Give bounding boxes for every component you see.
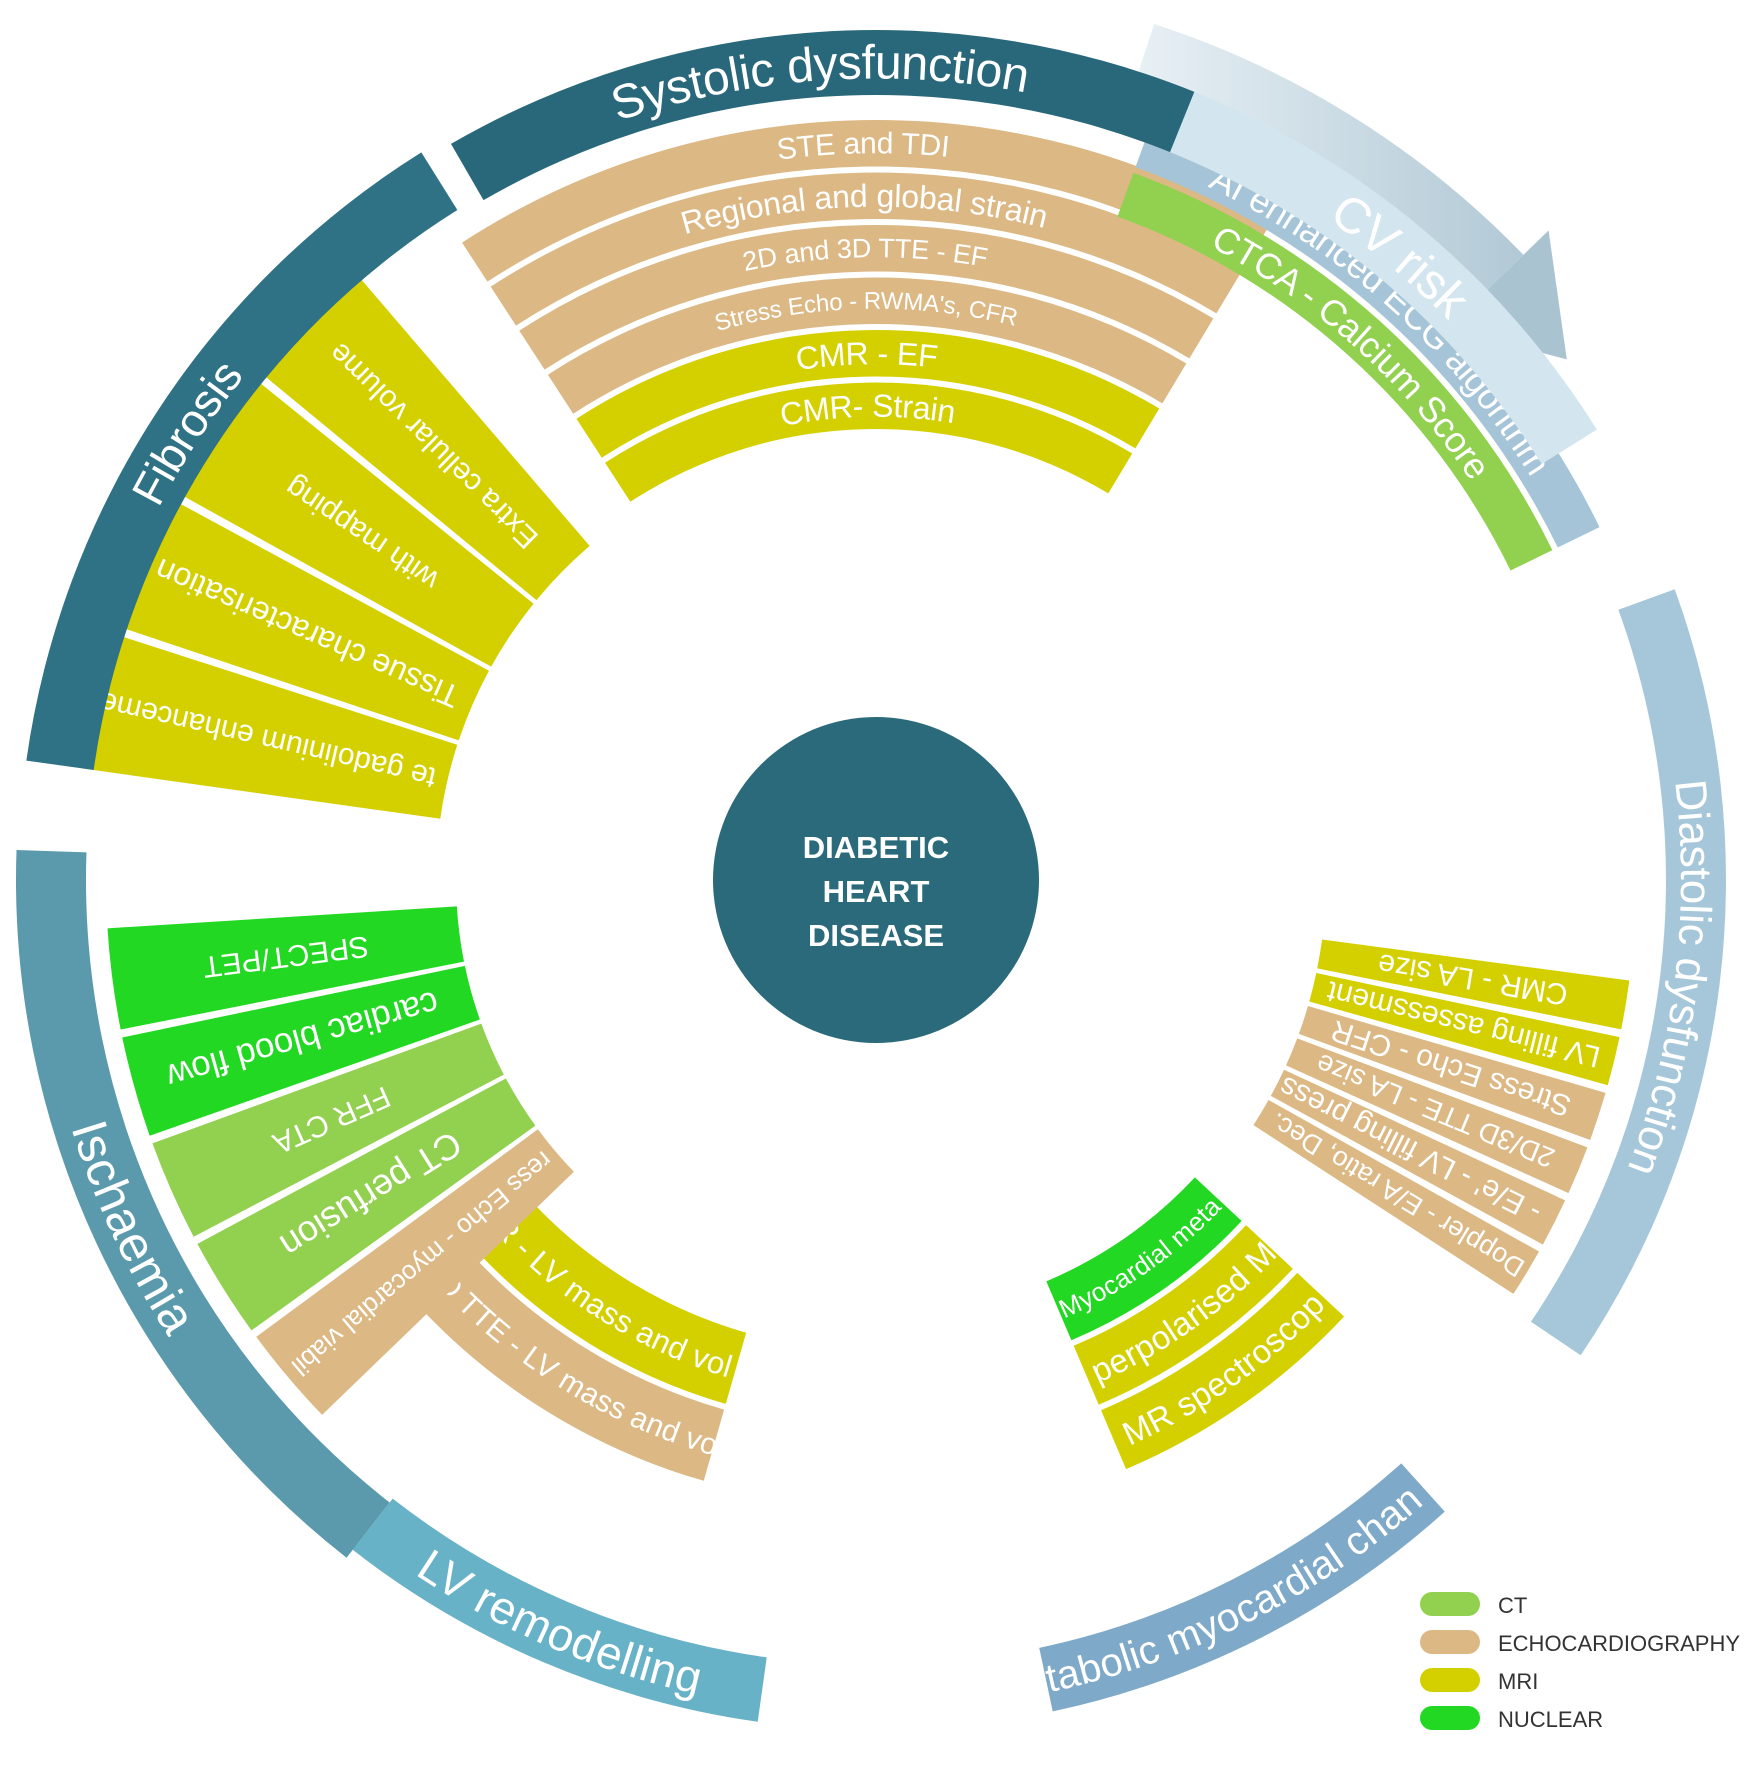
band-ischaemia-0 [256,1129,574,1415]
band-cvrisk-0 [1135,123,1600,548]
band-ischaemia-2 [152,1023,504,1237]
legend: CT ECHOCARDIOGRAPHY MRI NUCLEAR [1420,1592,1740,1732]
band-label-systolic-4: CMR - EF [794,335,940,377]
legend-label-nuclear: NUCLEAR [1498,1707,1603,1732]
band-ischaemia-1 [197,1078,536,1331]
center-hub: DIABETIC HEART DISEASE [713,717,1039,1043]
category-label-lvremodelling: LV remodelling [409,1539,707,1704]
category-band-cvrisk [1170,91,1597,465]
band-fibrosis-0 [83,634,458,819]
band-systolic-3 [547,277,1187,414]
band-systolic-2 [519,225,1214,370]
legend-label-mri: MRI [1498,1669,1538,1694]
category-band-systolic [451,29,1195,201]
band-diastolic-3 [1298,1006,1606,1140]
band-ischaemia-3 [122,965,480,1136]
legend-label-echo: ECHOCARDIOGRAPHY [1498,1631,1740,1656]
band-ischaemia-4 [107,906,465,1030]
center-title-line-3: DISEASE [808,918,944,953]
band-systolic-0 [462,119,1268,282]
band-systolic-1 [490,172,1241,326]
center-circle [713,717,1039,1043]
band-diastolic-5 [1317,939,1630,1030]
category-band-metabolic [1039,1463,1445,1712]
band-lvremodelling-1 [477,1201,747,1404]
band-metabolic-0 [1101,1272,1345,1470]
legend-swatch-ct [1420,1592,1480,1616]
legend-swatch-mri [1420,1668,1480,1692]
band-cvrisk-1 [1117,172,1553,571]
band-diastolic-2 [1286,1038,1588,1194]
band-fibrosis-2 [176,377,534,667]
category-band-fibrosis [26,152,458,771]
category-band-diastolic [1530,589,1726,1356]
legend-swatch-nuclear [1420,1706,1480,1730]
band-diastolic-4 [1309,973,1620,1086]
band-diastolic-0 [1253,1099,1539,1294]
category-band-ischaemia [15,849,390,1558]
center-title-line-2: HEART [823,874,930,909]
band-fibrosis-1 [117,499,489,741]
category-lvremodelling: LV remodelling [352,1498,767,1722]
legend-label-ct: CT [1498,1593,1527,1618]
band-label-systolic-0: STE and TDI [775,127,951,167]
band-fibrosis-3 [258,272,590,601]
legend-swatch-echo [1420,1630,1480,1654]
band-systolic-5 [605,382,1133,502]
category-band-lvremodelling [352,1498,767,1722]
band-metabolic-1 [1073,1225,1293,1405]
center-title-line-1: DIABETIC [803,830,949,865]
band-metabolic-2 [1046,1177,1242,1341]
band-lvremodelling-0 [418,1255,725,1481]
band-systolic-4 [576,330,1160,458]
band-diastolic-1 [1270,1069,1566,1245]
